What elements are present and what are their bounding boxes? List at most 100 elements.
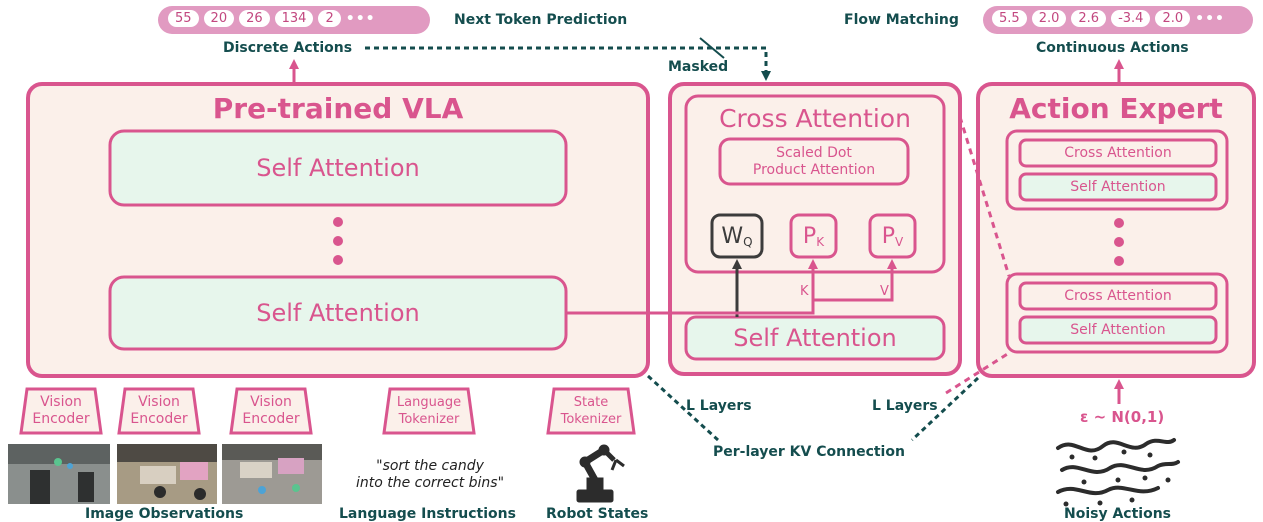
- state-tokenizer: [546, 387, 636, 435]
- vla-dot-2: [333, 236, 343, 246]
- expert-cross-attention-bottom: [1018, 281, 1218, 311]
- expert-self-attention-top: [1018, 172, 1218, 202]
- robot-arm-icon: [576, 444, 625, 503]
- kv-connection-line-k: [566, 259, 818, 315]
- instruction-line1: "sort the candy: [376, 458, 484, 474]
- middle-self-attention: [684, 315, 946, 361]
- expert-self-top-label: Self Attention: [1070, 179, 1166, 195]
- noisy-actions-label: Noisy Actions: [1064, 506, 1172, 522]
- mask-slash: [699, 37, 725, 59]
- vision-encoder-1: [19, 387, 103, 435]
- expert-cross-top-label: Cross Attention: [1064, 145, 1172, 161]
- expert-dot-3: [1114, 256, 1124, 266]
- state-tokenizer-line1: State: [573, 395, 609, 410]
- vla-dot-1: [333, 217, 343, 227]
- language-tokenizer: [382, 387, 476, 435]
- l-layers-left-label: L Layers: [686, 398, 752, 414]
- kv-dash-left: [646, 374, 720, 442]
- kv-connection-line-v: [813, 259, 897, 302]
- vision-encoder-line2: Encoder: [32, 411, 90, 427]
- discrete-value: 20: [203, 10, 235, 27]
- vision-encoder-3: [229, 387, 313, 435]
- noisy-actions-icon: [1056, 438, 1180, 496]
- discrete-value: 134: [274, 10, 314, 27]
- vision-encoder-3-label: Vision Encoder: [231, 394, 311, 428]
- vision-encoder-line2: Encoder: [242, 411, 300, 427]
- noise-distribution-label: ε ~ N(0,1): [1080, 408, 1165, 426]
- expert-dot-2: [1114, 237, 1124, 247]
- next-token-prediction-label: Next Token Prediction: [454, 12, 628, 28]
- zoom-line-bottom: [945, 351, 1010, 395]
- masked-label: Masked: [668, 59, 729, 75]
- v-label: V: [880, 284, 889, 299]
- discrete-values: 55 20 26 134 2 •••: [168, 10, 376, 27]
- flow-matching-label: Flow Matching: [844, 12, 959, 28]
- vision-encoder-line1: Vision: [40, 394, 82, 410]
- pk-box: [789, 213, 838, 259]
- action-expert-title: Action Expert: [1009, 91, 1223, 125]
- pk-main: P: [802, 223, 817, 249]
- image-observations-label: Image Observations: [85, 506, 244, 522]
- image-observation-1: [8, 444, 110, 504]
- discrete-actions-label: Discrete Actions: [223, 40, 353, 56]
- language-tokenizer-line2: Tokenizer: [398, 412, 460, 427]
- vla-self-attention-bottom-label: Self Attention: [256, 299, 420, 327]
- masked-connector: [365, 46, 771, 81]
- l-layers-right-label: L Layers: [872, 398, 938, 414]
- continuous-value: -3.4: [1111, 10, 1151, 27]
- discrete-value: 2: [318, 10, 341, 27]
- pretrained-vla-title: Pre-trained VLA: [212, 91, 464, 125]
- middle-self-attention-label: Self Attention: [733, 324, 897, 352]
- state-tokenizer-label: State Tokenizer: [548, 394, 634, 428]
- expert-cross-bottom-label: Cross Attention: [1064, 288, 1172, 304]
- zoom-line-top: [958, 116, 1011, 277]
- wq-sub: Q: [743, 235, 753, 249]
- expert-dot-1: [1114, 218, 1124, 228]
- vision-encoder-line1: Vision: [138, 394, 180, 410]
- ellipsis-icon: •••: [345, 10, 376, 27]
- discrete-value: 26: [239, 10, 270, 27]
- expert-cross-attention-top: [1018, 138, 1218, 168]
- continuous-value: 2.0: [1031, 10, 1067, 27]
- ellipsis-icon: •••: [1195, 10, 1225, 27]
- discrete-value: 55: [168, 10, 199, 27]
- expert-self-attention-bottom: [1018, 315, 1218, 345]
- state-tokenizer-line2: Tokenizer: [560, 412, 622, 427]
- continuous-values: 5.5 2.0 2.6 -3.4 2.0 •••: [992, 10, 1225, 27]
- continuous-value: 2.6: [1071, 10, 1107, 27]
- expert-self-bottom-label: Self Attention: [1070, 322, 1166, 338]
- instruction-line2: into the correct bins": [355, 475, 505, 491]
- continuous-value: 5.5: [992, 10, 1027, 27]
- pk-sub: K: [816, 235, 825, 249]
- vision-encoder-2-label: Vision Encoder: [119, 394, 199, 428]
- language-tokenizer-line1: Language: [396, 395, 462, 410]
- cross-attention-title: Cross Attention: [719, 103, 911, 133]
- vla-self-attention-top-label: Self Attention: [256, 154, 420, 182]
- wq-main: W: [721, 223, 744, 249]
- vision-encoder-line1: Vision: [250, 394, 292, 410]
- language-tokenizer-label: Language Tokenizer: [384, 394, 474, 428]
- image-observation-3: [222, 444, 322, 504]
- continuous-value: 2.0: [1155, 10, 1191, 27]
- vla-self-attention-top: [108, 129, 568, 207]
- language-instructions-label: Language Instructions: [339, 506, 516, 522]
- k-label: K: [800, 284, 809, 299]
- noise-dots: [1063, 449, 1171, 507]
- pv-main: P: [881, 223, 896, 249]
- pv-box: [868, 213, 917, 259]
- language-instruction-example: "sort the candy into the correct bins": [345, 458, 515, 492]
- image-observation-2: [117, 444, 217, 504]
- pv-sub: V: [895, 235, 904, 249]
- per-layer-kv-label: Per-layer KV Connection: [713, 444, 905, 460]
- kv-dash-right: [910, 376, 980, 442]
- vision-encoder-2: [117, 387, 201, 435]
- vla-dot-3: [333, 255, 343, 265]
- scaled-dot-product-box: [718, 137, 910, 186]
- robot-states-label: Robot States: [546, 506, 649, 522]
- scaled-dot-line1: Scaled Dot: [776, 145, 852, 161]
- continuous-actions-label: Continuous Actions: [1036, 40, 1189, 56]
